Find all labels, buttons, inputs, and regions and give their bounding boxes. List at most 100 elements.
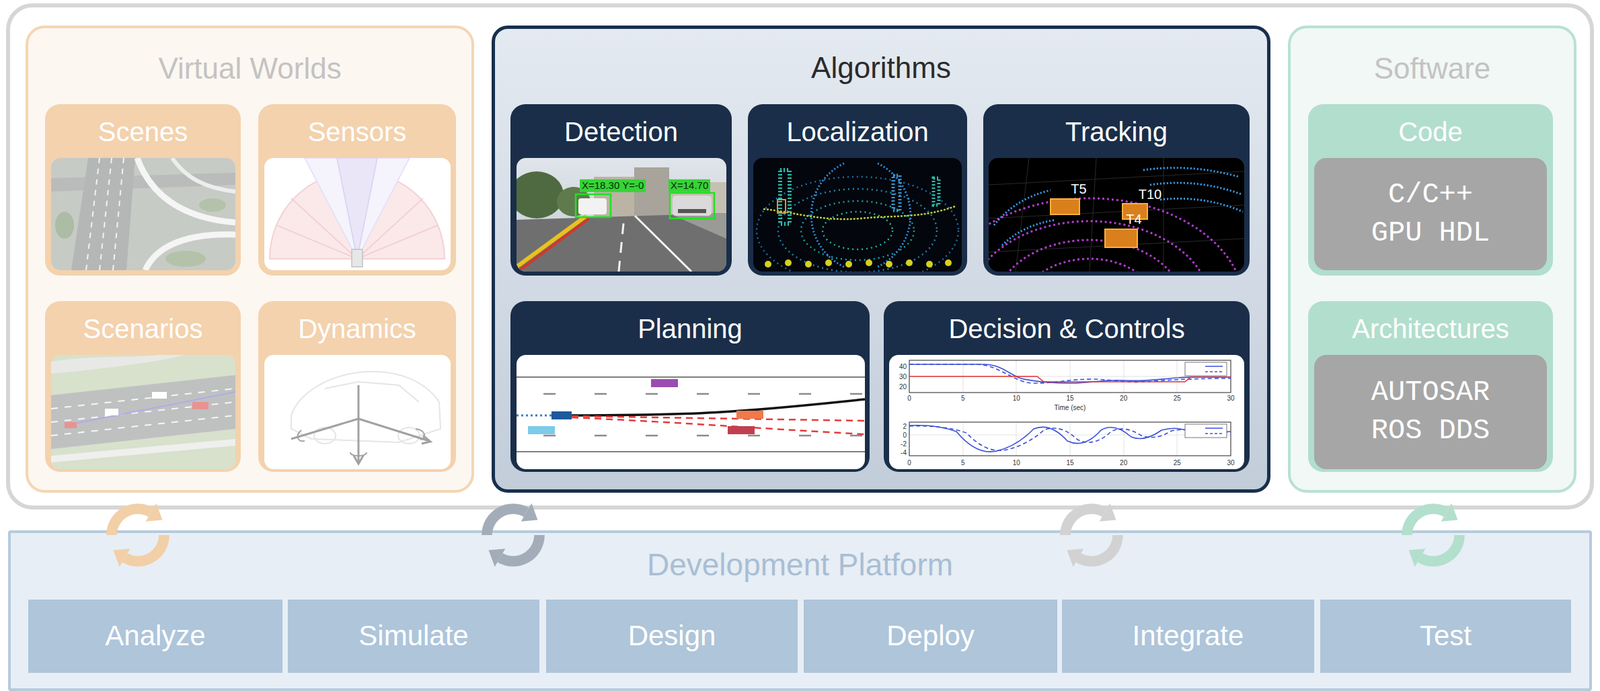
drawing-part	[350, 452, 367, 456]
text-band: Deploy	[803, 599, 1058, 674]
axis-tick-label: 5	[961, 394, 966, 403]
text-band: Scenes	[45, 104, 241, 160]
label-holder: 30	[1226, 459, 1235, 467]
drawing-part	[1050, 199, 1080, 215]
drawing-part	[764, 260, 772, 268]
axis-tick-label: 20	[1119, 459, 1128, 467]
drawing-part	[145, 234, 236, 271]
label-holder: 0	[902, 431, 907, 440]
drawing-part	[291, 371, 441, 465]
drawing-part	[672, 195, 712, 216]
drawing-part	[1022, 258, 1157, 272]
step-label: Deploy	[886, 620, 975, 653]
drawing-part	[571, 399, 865, 416]
drawing-part	[472, 497, 554, 575]
drawing-part	[777, 199, 786, 214]
label-holder: 15	[1065, 459, 1074, 467]
drawing-part	[909, 376, 1231, 383]
module-box: Planning	[510, 301, 870, 473]
drawing-part	[264, 158, 451, 271]
step-label: Integrate	[1132, 620, 1245, 653]
drawing-part	[1205, 427, 1223, 429]
axis-tick-label: Time (sec)	[1054, 404, 1087, 412]
axis-tick-label: 0	[907, 394, 912, 403]
label-holder: 0	[907, 394, 912, 403]
drawing-part	[51, 158, 236, 271]
axis-tick-label: -4	[900, 449, 907, 457]
image-annotation: T10	[1138, 186, 1162, 202]
drawing-part	[543, 435, 865, 438]
axis-tick-label: 20	[1119, 394, 1128, 403]
drawing-part	[909, 364, 1231, 384]
drawing-part	[421, 435, 431, 444]
text-band: Integrate	[1061, 599, 1315, 674]
panel-title: Algorithms	[811, 51, 951, 86]
aerial-scene-image	[51, 158, 236, 271]
drawing-part	[172, 158, 236, 192]
drawing-part	[988, 158, 1245, 272]
drawing-part	[753, 158, 962, 272]
label-holder: T10	[1138, 186, 1162, 202]
box-title: Sensors	[308, 116, 407, 148]
drawing-part	[1089, 158, 1097, 272]
drawing-part	[778, 188, 937, 272]
label-holder: 20	[1119, 394, 1128, 403]
label-holder: 20	[899, 383, 907, 391]
drawing-part	[571, 416, 865, 422]
label-holder: X=14.70	[668, 179, 711, 193]
item-list: C/C++ GPU HDL	[1362, 176, 1499, 253]
module-box: CodeC/C++ GPU HDL	[1308, 104, 1553, 276]
drawing-part	[516, 355, 865, 470]
group-panel: Virtual Worlds Scenes Sensors	[25, 25, 475, 493]
text-band: Decision & Controls	[883, 301, 1250, 357]
module-box: Decision & Controls051015202530Time (sec…	[883, 301, 1250, 473]
drawing-part	[112, 158, 124, 271]
drawing-part	[520, 218, 590, 270]
label-holder: 20	[1119, 459, 1128, 467]
drawing-part	[51, 158, 236, 271]
drawing-part	[527, 426, 555, 435]
text-band: Tracking	[983, 104, 1250, 160]
label-holder: 15	[1065, 394, 1074, 403]
drawing-part	[1016, 422, 1017, 456]
axis-tick-label: 15	[1065, 459, 1074, 467]
axis-tick-label: 10	[1012, 459, 1021, 467]
axis-tick-label: 10	[1012, 394, 1021, 403]
axis-tick-label: 2	[902, 423, 907, 431]
box-title: Tracking	[1065, 116, 1168, 148]
text-band: Sensors	[258, 104, 456, 160]
label-holder: T4	[1125, 211, 1142, 227]
drawing-part	[889, 355, 1245, 470]
drawing-part	[865, 259, 873, 267]
drawing-part	[669, 193, 715, 219]
drawing-part	[909, 425, 1231, 452]
drawing-part	[516, 171, 564, 219]
module-box: ArchitecturesAUTOSAR ROS DDS	[1308, 301, 1553, 473]
drawing-part	[51, 375, 236, 450]
module-box: TrackingT5T10T4	[983, 104, 1250, 276]
axis-tick-label: 0	[907, 459, 912, 467]
drawing-part	[780, 170, 790, 224]
drawing-part	[634, 215, 692, 272]
box-title: Architectures	[1351, 313, 1509, 345]
text-band: Development Platform	[10, 533, 1590, 597]
drawing-part	[988, 221, 1211, 272]
module-box: Dynamics	[258, 301, 456, 473]
drawing-part	[909, 426, 1231, 452]
drawing-part	[909, 360, 1231, 456]
camera-detection-image	[516, 158, 727, 272]
drawing-part	[736, 410, 764, 419]
drawing-part	[677, 209, 707, 214]
drawing-part	[151, 392, 167, 399]
axis-tick-label: 25	[1173, 394, 1182, 403]
module-box: Scenes	[45, 104, 241, 276]
label-holder: 30	[899, 373, 907, 381]
drawing-part	[96, 497, 179, 575]
drawing-part	[1185, 424, 1227, 438]
step-label: Analyze	[104, 620, 206, 653]
image-annotation: X=14.70	[668, 179, 711, 193]
drawing-part	[988, 198, 1245, 272]
label-holder: 2	[902, 423, 907, 431]
text-band: Design	[546, 599, 798, 674]
drawing-part	[926, 260, 933, 268]
